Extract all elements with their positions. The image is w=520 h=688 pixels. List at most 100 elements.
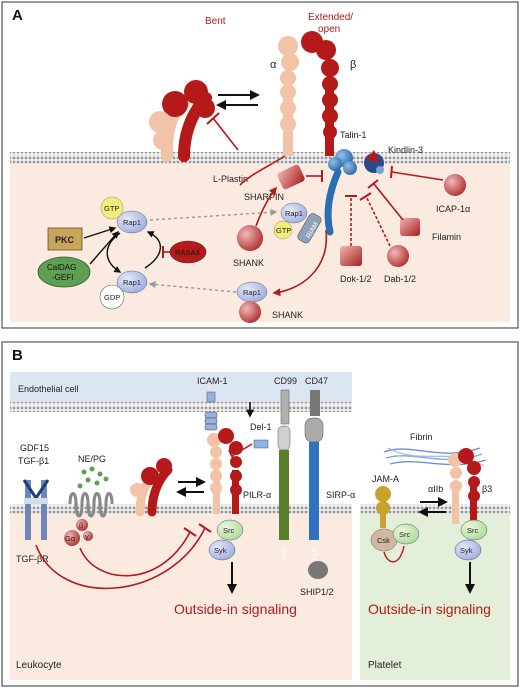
sharpin-label: SHARPIN xyxy=(244,192,284,202)
nepg-dots xyxy=(77,466,109,489)
extended-label: Extended/ xyxy=(308,12,353,23)
kindlin-label: Kindlin-3 xyxy=(388,145,423,155)
src-platelet-2 xyxy=(460,519,488,541)
platelet-label: Platelet xyxy=(368,660,402,671)
ship-label: SHIP1/2 xyxy=(300,587,334,597)
gpcr-inhibit xyxy=(79,531,191,577)
src-leuk-label: Src xyxy=(223,526,235,535)
caldag-label-1: CalDAG xyxy=(47,263,76,272)
filamin-box xyxy=(400,218,420,236)
g-beta-label: β xyxy=(79,521,84,530)
open-label: open xyxy=(318,24,340,35)
icap-inhibit xyxy=(391,171,444,181)
filamin-inhibit xyxy=(373,183,404,221)
endothelial-label: Endothelial cell xyxy=(18,384,79,394)
shank-label-1: SHANK xyxy=(233,258,264,268)
rap1-sequester-arrow xyxy=(148,281,237,293)
csk-label: Csk xyxy=(377,536,390,545)
sirp-body xyxy=(309,442,319,540)
g-beta xyxy=(76,519,88,531)
riam-complex: RIAM Rap1 GTP xyxy=(273,202,322,244)
panel-a: A Bent Extended/ open α β xyxy=(1,1,519,329)
rap1-gdp-label: Rap1 xyxy=(123,278,141,287)
dab-ball xyxy=(387,245,409,267)
leukocyte-label: Leukocyte xyxy=(16,660,62,671)
beta-label: β xyxy=(350,59,356,71)
gdf15-label: GDF15 xyxy=(20,443,49,453)
nepg-label: NE/PG xyxy=(78,454,106,464)
aiib-label: αIIb xyxy=(428,484,443,494)
dok-box xyxy=(340,246,362,266)
alpha-label: α xyxy=(270,59,277,71)
panel-a-letter: A xyxy=(12,7,23,24)
src-leuk xyxy=(216,519,244,541)
pilr-head xyxy=(277,425,291,451)
syk-platelet-label: Syk xyxy=(460,546,473,555)
syk-platelet xyxy=(454,539,482,561)
g-gamma xyxy=(83,531,93,541)
b3-label: β3 xyxy=(482,484,492,494)
bent-label: Bent xyxy=(205,16,226,27)
icam-label: ICAM-1 xyxy=(197,376,228,386)
pkc-label: PKC xyxy=(55,235,75,245)
rap1-mid-label: Rap1 xyxy=(285,209,303,218)
leukocyte-membrane xyxy=(10,504,352,514)
pkc-box xyxy=(47,227,83,251)
rap1-gdp xyxy=(116,270,148,294)
rap1-gtp xyxy=(116,210,148,234)
pilr-itim: ITIM xyxy=(280,548,286,560)
dab-inhibit xyxy=(365,195,391,247)
del1-inhibit xyxy=(231,443,253,457)
jam-a xyxy=(375,486,391,528)
shank-ball-1 xyxy=(237,225,263,251)
pilr-body xyxy=(279,450,289,540)
g-gamma-label: γ xyxy=(85,532,89,541)
g-alpha-label: Gα xyxy=(65,534,76,543)
del1-shape xyxy=(253,439,269,449)
sirp-head xyxy=(304,417,324,443)
syk-leuk xyxy=(208,539,236,561)
lplastin-link xyxy=(239,155,286,186)
shank-label-2: SHANK xyxy=(272,310,303,320)
pilr-label: PILR-α xyxy=(243,490,271,500)
gtp-mid-label: GTP xyxy=(276,226,291,235)
outside-right-label: Outside-in signaling xyxy=(368,601,491,617)
ship-ellipse xyxy=(308,561,328,579)
caldag-label-2: -GEFI xyxy=(52,273,73,282)
filamin-label: Filamin xyxy=(432,232,461,242)
extended-integrin-leukocyte xyxy=(207,428,243,514)
sirp-label: SIRP-α xyxy=(326,490,355,500)
src-platelet-2-label: Src xyxy=(467,526,479,535)
shank-to-sharpin-arrow xyxy=(255,186,277,227)
caldag-ellipse xyxy=(37,256,91,288)
aiib-b3-integrin xyxy=(448,448,481,524)
bent-integrin-b xyxy=(130,458,173,517)
del1-label: Del-1 xyxy=(250,422,272,432)
src-platelet-1-label: Src xyxy=(399,530,411,539)
panel-b: B Endothelial cell Leukocyte Platelet GD… xyxy=(1,341,519,687)
dok-label: Dok-1/2 xyxy=(340,274,372,284)
kindlin-3 xyxy=(364,150,384,174)
cd47-shape xyxy=(310,390,320,416)
talin-1 xyxy=(324,149,357,236)
csk-inhibit xyxy=(383,545,405,563)
cd47-label: CD47 xyxy=(305,376,328,386)
icam-1 xyxy=(204,391,218,431)
membrane-a xyxy=(10,152,510,164)
dab-label: Dab-1/2 xyxy=(384,274,416,284)
talin-label: Talin-1 xyxy=(340,130,367,140)
g-alpha xyxy=(64,530,80,546)
tgfbr-label: TGF-βR xyxy=(16,554,49,564)
gtp-ball xyxy=(100,196,124,220)
cd99-shape xyxy=(280,389,290,425)
syk-leuk-label: Syk xyxy=(214,546,227,555)
panel-b-letter: B xyxy=(12,347,23,364)
cd99-label: CD99 xyxy=(274,376,297,386)
tgfbr-inhibit xyxy=(35,527,206,590)
platelet-membrane xyxy=(360,504,510,514)
endothelial-membrane xyxy=(10,402,352,412)
sharpin-box xyxy=(277,164,305,190)
caldag-arrow xyxy=(89,230,119,265)
